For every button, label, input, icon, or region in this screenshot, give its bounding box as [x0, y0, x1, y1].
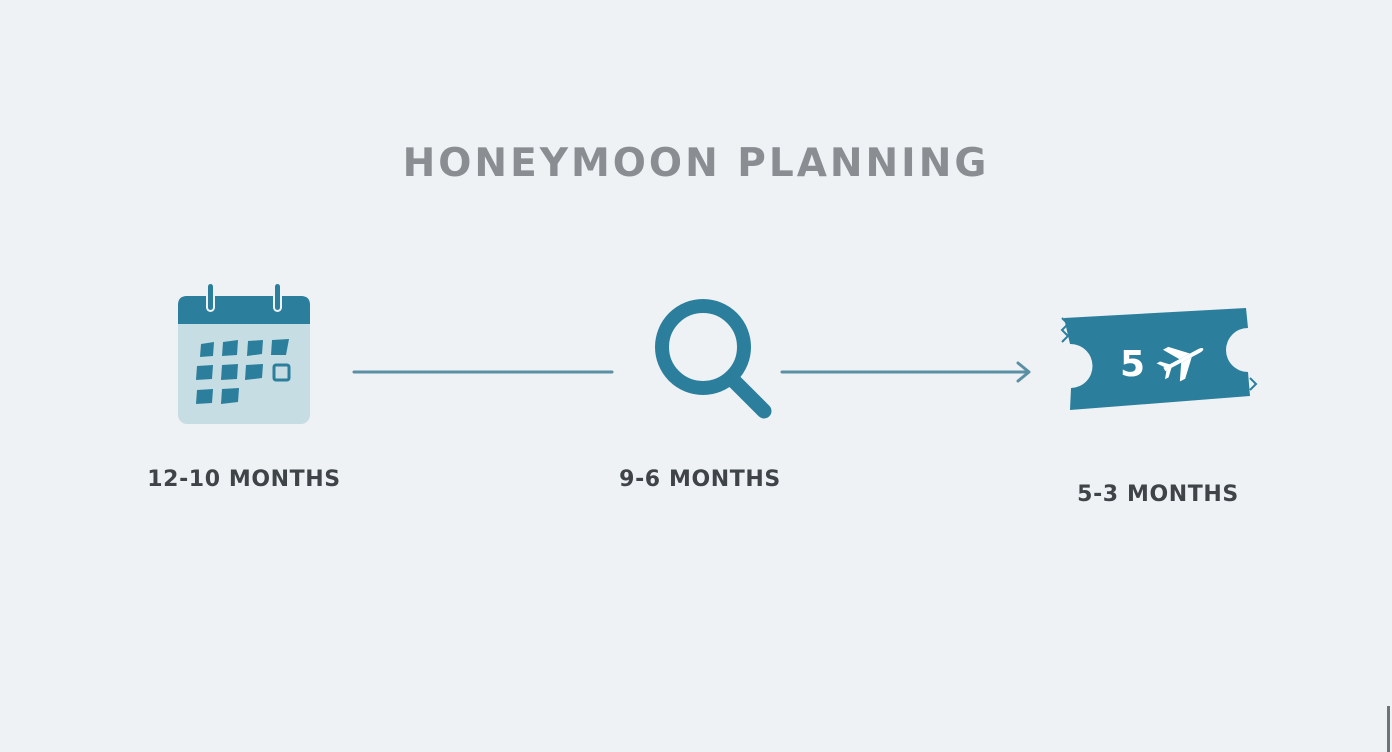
search-icon [648, 294, 778, 424]
connector-line [352, 364, 614, 380]
step-label: 9-6 MONTHS [619, 467, 781, 492]
connector-arrow [780, 360, 1036, 384]
scrollbar[interactable] [1387, 706, 1390, 752]
calendar-icon [172, 280, 316, 430]
airplane-icon [1156, 346, 1204, 382]
step-label: 5-3 MONTHS [1077, 482, 1239, 507]
diagram-title: HONEYMOON PLANNING [402, 141, 990, 186]
step-label: 12-10 MONTHS [147, 467, 341, 492]
plane-ticket-icon: 5 [1058, 300, 1258, 418]
ticket-number: 5 [1120, 344, 1145, 385]
